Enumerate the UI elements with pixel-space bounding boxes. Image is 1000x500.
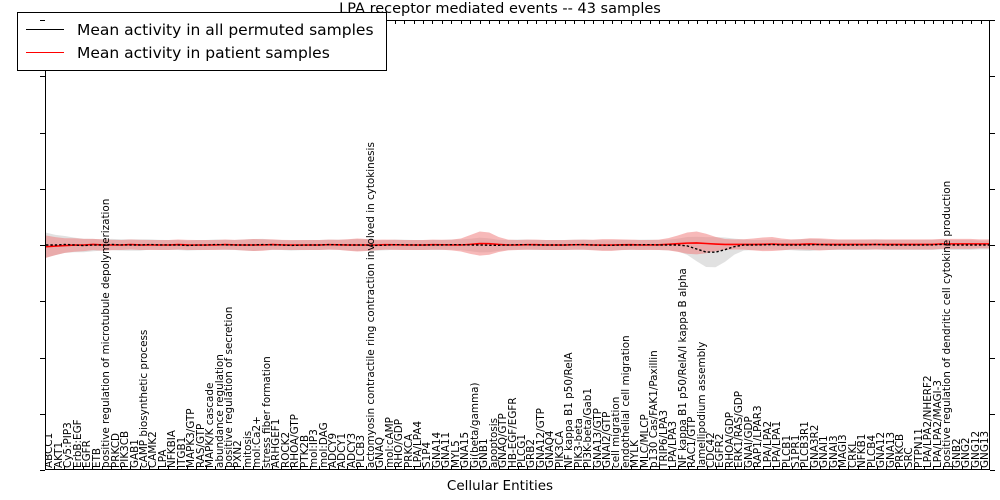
series-line-permuted xyxy=(46,243,989,253)
y-tick-mark xyxy=(40,245,45,247)
y-tick-mark xyxy=(40,188,45,190)
y-tick-mark xyxy=(40,76,45,78)
legend-swatch-permuted xyxy=(26,29,64,30)
legend-swatch-patient xyxy=(26,52,64,53)
y-tick-mark xyxy=(990,188,995,190)
y-tick-mark xyxy=(990,301,995,303)
y-tick-mark xyxy=(40,357,45,359)
legend-label-permuted: Mean activity in all permuted samples xyxy=(77,20,374,39)
y-tick-mark xyxy=(990,470,995,472)
chart-title: LPA receptor mediated events -- 43 sampl… xyxy=(339,1,661,17)
y-tick-mark xyxy=(990,76,995,78)
plot-axes xyxy=(45,20,990,470)
plot-canvas xyxy=(46,231,989,268)
y-tick-mark xyxy=(40,470,45,472)
chart-legend: Mean activity in all permuted samples Me… xyxy=(17,12,387,71)
x-axis-label: Cellular Entities xyxy=(446,478,554,494)
y-tick-mark xyxy=(990,132,995,134)
legend-item-patient: Mean activity in patient samples xyxy=(26,41,374,64)
y-tick-mark xyxy=(40,301,45,303)
y-tick-mark xyxy=(40,413,45,415)
legend-label-patient: Mean activity in patient samples xyxy=(77,43,330,62)
y-tick-mark xyxy=(990,357,995,359)
y-tick-mark xyxy=(990,20,995,22)
y-tick-mark xyxy=(40,20,45,22)
y-tick-mark xyxy=(990,413,995,415)
y-tick-mark xyxy=(990,245,995,247)
legend-item-permuted: Mean activity in all permuted samples xyxy=(26,18,374,41)
y-tick-mark xyxy=(40,132,45,134)
